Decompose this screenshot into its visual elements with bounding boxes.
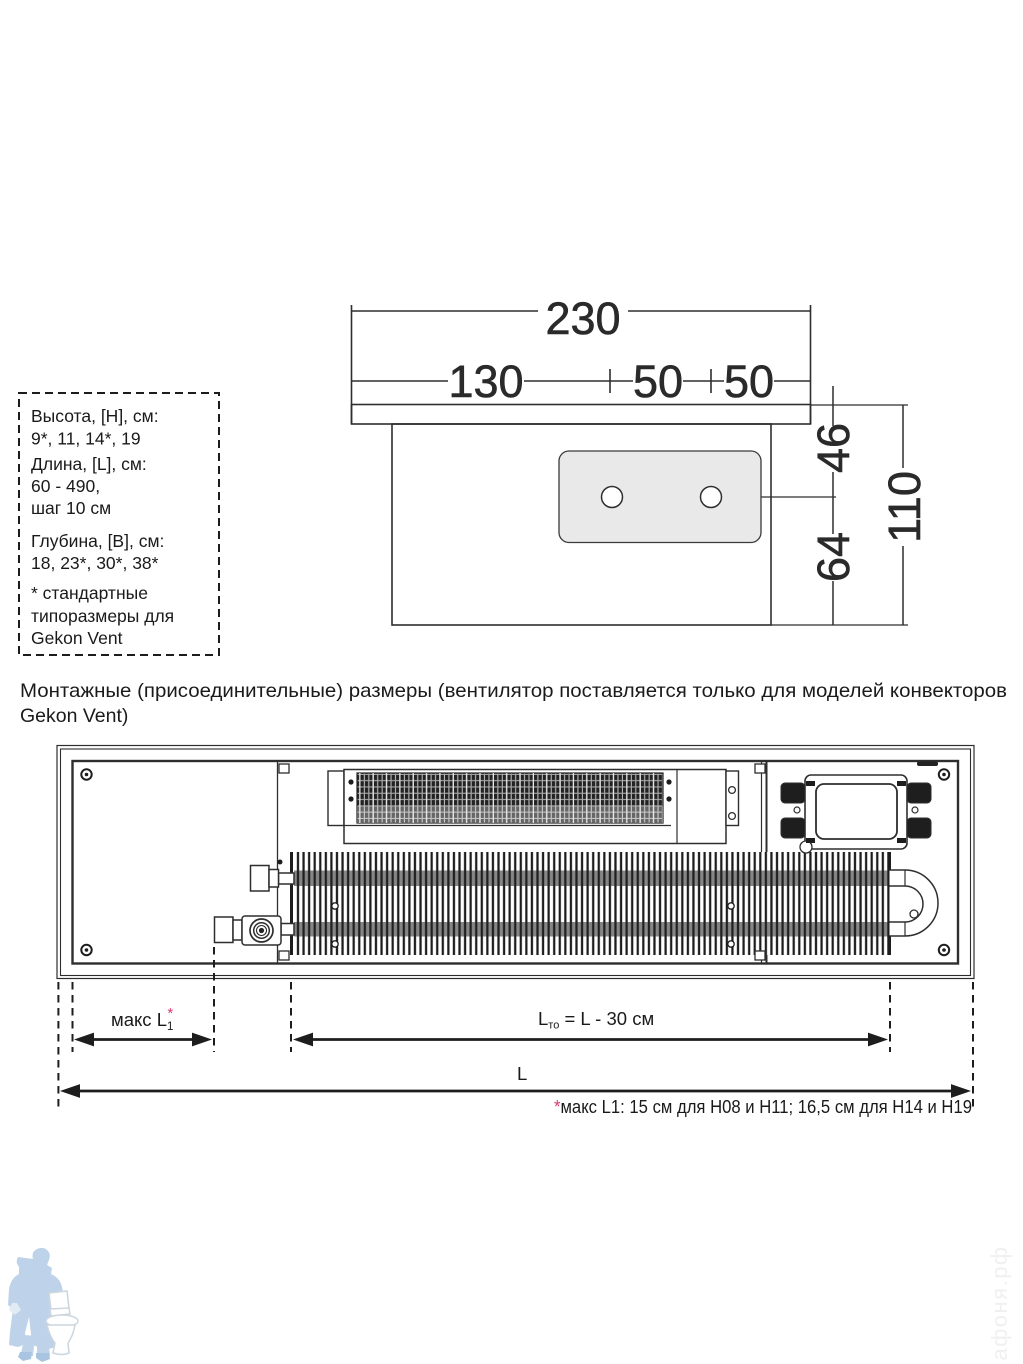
svg-text:230: 230 [545,293,620,344]
svg-text:Глубина, [B], см:: Глубина, [B], см: [31,531,164,551]
svg-text:9*, 11, 14*, 19: 9*, 11, 14*, 19 [31,429,141,449]
svg-text:110: 110 [879,471,930,543]
svg-text:Монтажные (присоединительные): Монтажные (присоединительные) размеры (в… [20,680,1007,702]
svg-text:46: 46 [808,423,859,473]
svg-text:50: 50 [724,356,774,407]
svg-text:60 - 490,: 60 - 490, [31,476,100,496]
svg-text:Lто = L - 30 см: Lто = L - 30 см [538,1008,654,1032]
svg-text:*макс L1: 15 см для H08 и H11;: *макс L1: 15 см для H08 и H11; 16,5 см д… [554,1097,972,1117]
svg-text:типоразмеры для: типоразмеры для [31,606,174,626]
svg-text:Высота, [H], см:: Высота, [H], см: [31,406,159,426]
svg-text:макс L1*: макс L1* [111,1005,173,1033]
svg-text:афоня.рф: афоня.рф [987,1245,1012,1360]
svg-text:Длина, [L], см:: Длина, [L], см: [31,454,147,474]
svg-text:50: 50 [633,356,683,407]
svg-text:18, 23*, 30*, 38*: 18, 23*, 30*, 38* [31,553,159,573]
svg-text:64: 64 [808,532,859,582]
svg-text:Gekon Vent: Gekon Vent [31,628,123,648]
svg-text:шаг 10 см: шаг 10 см [31,498,111,518]
svg-text:L: L [517,1063,527,1084]
svg-text:130: 130 [448,356,523,407]
svg-text:* стандартные: * стандартные [31,583,148,603]
svg-text:Gekon Vent): Gekon Vent) [20,705,128,727]
